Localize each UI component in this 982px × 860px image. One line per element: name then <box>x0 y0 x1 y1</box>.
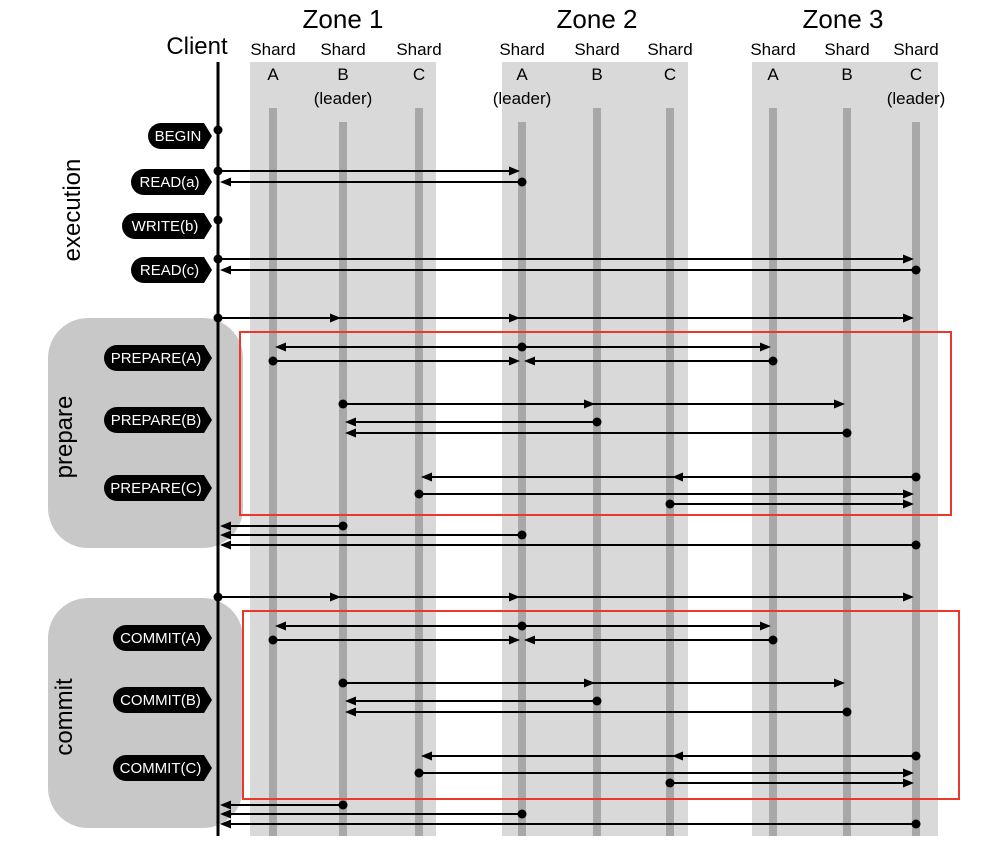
svg-text:READ(c): READ(c) <box>140 262 199 279</box>
phase-label-execution: execution <box>59 159 86 262</box>
operation-preparea: PREPARE(A) <box>104 345 212 371</box>
message-arrow-29 <box>524 635 778 645</box>
operation-writeb: WRITE(b) <box>122 213 212 239</box>
shard-word-z2-b: Shard <box>574 40 619 59</box>
operation-preparec: PREPARE(C) <box>104 475 212 501</box>
leader-tag-z1-b: (leader) <box>314 89 373 108</box>
message-arrow-38 <box>220 800 348 810</box>
shard-letter-z1-c: C <box>413 65 425 84</box>
shard-word-z2-c: Shard <box>647 40 692 59</box>
phase-label-prepare: prepare <box>51 396 78 479</box>
svg-text:PREPARE(B): PREPARE(B) <box>111 412 202 429</box>
operations: BEGIN READ(a) WRITE(b) READ(c) PREPARE(A) PRE… <box>104 123 212 781</box>
message-arrow-19 <box>665 499 914 509</box>
shard-word-z3-c: Shard <box>893 40 938 59</box>
svg-text:WRITE(b): WRITE(b) <box>132 218 199 235</box>
message-arrow-39 <box>220 809 527 819</box>
prepare-highlight-box <box>239 331 952 516</box>
shard-letter-z3-c: C <box>910 65 922 84</box>
message-arrow-26 <box>275 621 527 631</box>
message-arrow-31 <box>343 678 845 688</box>
message-arrow-20 <box>220 521 348 531</box>
message-arrow-32 <box>345 696 602 706</box>
message-arrow-11 <box>524 356 778 366</box>
leader-tag-z2-a: (leader) <box>493 89 552 108</box>
shard-word-z1-b: Shard <box>320 40 365 59</box>
shard-letter-z1-b: B <box>337 65 348 84</box>
shard-word-z2-a: Shard <box>499 40 544 59</box>
svg-text:READ(a): READ(a) <box>139 174 199 191</box>
shard-letter-z3-a: A <box>767 65 779 84</box>
message-arrow-3 <box>213 254 914 264</box>
operation-commitb: COMMIT(B) <box>113 687 212 713</box>
shard-letter-z3-b: B <box>841 65 852 84</box>
shard-letter-z1-a: A <box>267 65 279 84</box>
svg-text:BEGIN: BEGIN <box>155 128 202 145</box>
commit-highlight-box <box>242 610 960 800</box>
message-arrow-21 <box>220 530 527 540</box>
message-arrow-14 <box>345 417 602 427</box>
message-arrow-15 <box>345 428 852 438</box>
message-arrow-27 <box>522 621 771 631</box>
operation-readc: READ(c) <box>131 257 212 283</box>
shard-word-z1-a: Shard <box>250 40 295 59</box>
message-arrow-4 <box>220 265 921 275</box>
shard-word-z3-a: Shard <box>750 40 795 59</box>
message-arrow-9 <box>522 342 771 352</box>
message-arrow-22 <box>220 540 921 550</box>
message-arrow-10 <box>268 356 520 366</box>
shard-lifelines <box>269 108 920 836</box>
message-arrow-13 <box>343 399 845 409</box>
operation-commitc: COMMIT(C) <box>113 755 212 781</box>
svg-text:PREPARE(C): PREPARE(C) <box>110 480 201 497</box>
svg-text:PREPARE(A): PREPARE(A) <box>111 350 202 367</box>
message-arrow-7 <box>218 313 914 323</box>
messages <box>213 125 921 829</box>
message-arrow-37 <box>665 778 914 788</box>
zone-headers: Zone 1 Zone 2 Zone 3 <box>303 4 884 34</box>
message-arrow-2 <box>220 177 527 187</box>
zone-3-title: Zone 3 <box>803 4 884 34</box>
svg-text:COMMIT(B): COMMIT(B) <box>120 692 201 709</box>
shard-letter-z2-c: C <box>664 65 676 84</box>
zone-2-title: Zone 2 <box>557 4 638 34</box>
message-arrow-36 <box>414 768 914 778</box>
operation-commita: COMMIT(A) <box>113 625 212 651</box>
message-arrow-17 <box>672 472 916 482</box>
zone-1-title: Zone 1 <box>303 4 384 34</box>
message-arrow-40 <box>220 819 921 829</box>
message-arrow-35 <box>672 751 916 761</box>
phase-label-commit: commit <box>51 678 78 756</box>
message-arrow-33 <box>345 707 852 717</box>
operation-reada: READ(a) <box>131 169 212 195</box>
message-arrow-25 <box>218 592 914 602</box>
svg-text:COMMIT(C): COMMIT(C) <box>120 760 202 777</box>
operation-begin: BEGIN <box>148 123 212 149</box>
shard-word-z3-b: Shard <box>824 40 869 59</box>
shard-letter-z2-b: B <box>591 65 602 84</box>
message-arrow-28 <box>268 635 520 645</box>
message-arrow-18 <box>414 489 914 499</box>
svg-text:COMMIT(A): COMMIT(A) <box>120 630 201 647</box>
shard-word-z1-c: Shard <box>396 40 441 59</box>
client-label: Client <box>166 33 228 60</box>
leader-tag-z3-c: (leader) <box>887 89 946 108</box>
operation-prepareb: PREPARE(B) <box>104 407 212 433</box>
message-arrow-1 <box>213 166 520 176</box>
shard-letter-z2-a: A <box>516 65 528 84</box>
